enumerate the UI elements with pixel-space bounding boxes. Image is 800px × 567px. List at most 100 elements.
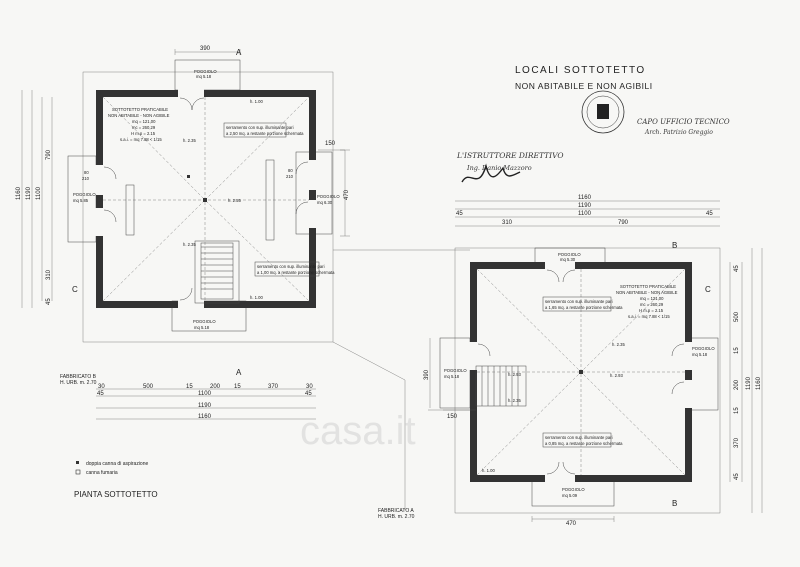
b-dim-top: 390 [200, 46, 211, 52]
b-room-line-3: mq = 121,00 [132, 119, 156, 124]
b-section-marker-left: C [72, 285, 78, 294]
b-height-wall-top: h. 1.00 [250, 99, 263, 104]
b-dim-left-2: 1190 [26, 186, 32, 200]
double-flue-icon [76, 461, 79, 464]
title-block: LOCALI SOTTOTETTO NON ABITABILE E NON AG… [456, 65, 730, 183]
a-window-note-top-2: a 1,65 mq. a restante porzione schermata [545, 305, 623, 310]
a-room-line-6: s.a.i. = mq 7.88 < 1/15 [628, 314, 670, 319]
svg-text:45: 45 [706, 211, 713, 217]
a-height-stair: h. 2.93 [508, 372, 521, 377]
a-room-line-5: H m.p = 2.15 [639, 308, 664, 313]
svg-text:1100: 1100 [198, 391, 212, 397]
a-room-line-1: SOTTOTETTO PRATICABILE [620, 284, 676, 289]
b-dims-bottom-row-3: 1190 [198, 403, 212, 409]
svg-text:15: 15 [186, 384, 193, 390]
a-height-wall: h. 1.00 [482, 468, 495, 473]
svg-text:200: 200 [210, 384, 221, 390]
b-dims-bottom-row-2: 45 1100 45 [97, 391, 312, 397]
a-building-label-2: H. URB. m. 2.70 [378, 514, 415, 520]
svg-text:45: 45 [305, 391, 312, 397]
b-window-note-top-1: serramento con sup. illuminante pari [226, 125, 294, 130]
a-dim-bottom: 470 [566, 521, 577, 527]
b-window-width-2: 80 [288, 168, 293, 173]
b-balcony-top-label: POGGIOLO [194, 69, 217, 74]
plan-title: PIANTA SOTTOTETTO [74, 490, 158, 499]
svg-text:500: 500 [734, 311, 740, 322]
b-balcony-left-label: POGGIOLO [73, 192, 96, 197]
a-section-marker-top: B [672, 241, 677, 250]
svg-text:15: 15 [734, 347, 740, 354]
b-balcony-right-label: POGGIOLO [317, 194, 340, 199]
b-window-width-1: 80 [84, 170, 89, 175]
svg-text:15: 15 [734, 407, 740, 414]
a-balcony-top-area: mq 5.30 [560, 257, 576, 262]
svg-text:45: 45 [734, 265, 740, 272]
b-dim-left-6: 45 [46, 298, 52, 305]
b-room-line-2: NON ABITABILE - NON AGIBILE [108, 113, 170, 118]
legend-item-2: canna fumaria [86, 470, 118, 476]
a-window-note-top-1: serramento con sup. illuminante pari [545, 299, 613, 304]
svg-text:15: 15 [234, 384, 241, 390]
b-room-line-1: SOTTOTETTO PRATICABILE [112, 107, 168, 112]
stamp-name: Arch. Patrizio Greggio [644, 129, 713, 136]
a-balcony-right-label: POGGIOLO [692, 346, 715, 351]
a-balcony-left-label: POGGIOLO [444, 368, 467, 373]
svg-text:370: 370 [268, 384, 279, 390]
b-dims-bottom-row-1: 30 500 15 200 15 370 30 [98, 384, 313, 390]
b-balcony-top-area: mq 5.18 [196, 74, 212, 79]
b-building-label-2: H. URB. m. 2.70 [60, 380, 97, 386]
b-balcony-bottom-area: mq 5.18 [194, 325, 210, 330]
b-height-slope-1: h. 2.35 [183, 138, 196, 143]
b-window-height-1: 210 [82, 176, 90, 181]
a-dims-right: 45 500 15 200 15 370 45 [734, 265, 740, 480]
b-room-line-4: mc = 260,29 [132, 125, 156, 130]
a-room-line-2: NON ABITABILE - NON AGIBILE [616, 290, 678, 295]
svg-text:790: 790 [618, 220, 629, 226]
b-dim-left-5: 310 [46, 269, 52, 280]
svg-text:45: 45 [456, 211, 463, 217]
signature-role: L'ISTRUTTORE DIRETTIVO [456, 151, 564, 160]
a-room-line-4: mc = 260,29 [640, 302, 664, 307]
a-balcony-left-area: mq 5.18 [444, 374, 460, 379]
b-window-note-top-2: a 2,50 mq. a restante porzione schermata [226, 131, 304, 136]
b-section-marker-top: A [236, 48, 242, 57]
b-room-line-5: H m.p = 2.15 [131, 131, 156, 136]
a-height-slope: h. 2.35 [508, 398, 521, 403]
signature-scribble [461, 163, 521, 183]
a-balcony-bottom-area: mq 5.09 [562, 493, 578, 498]
b-dim-right-b: 470 [344, 189, 350, 200]
a-dims-top-3: 45 1100 45 [456, 211, 713, 217]
a-section-marker-bottom: B [672, 499, 677, 508]
b-height-center: h. 2.55 [228, 198, 241, 203]
title-line-2: NON ABITABILE E NON AGIBILI [515, 81, 653, 91]
municipal-seal [581, 90, 625, 134]
b-dim-left-total: 1160 [16, 186, 22, 200]
b-dims-bottom-row-4: 1160 [198, 414, 212, 420]
a-dims-top-1: 1160 [578, 195, 592, 201]
stamp-role: CAPO UFFICIO TECNICO [637, 118, 730, 126]
chimney-icon [203, 198, 207, 202]
building-b: SOTTOTETTO PRATICABILE NON ABITABILE - N… [16, 46, 350, 420]
legend: doppia canna di aspirazione canna fumari… [74, 461, 158, 499]
svg-text:370: 370 [734, 437, 740, 448]
a-height-slope-2: h. 2.35 [612, 342, 625, 347]
b-dim-left-3: 1100 [36, 186, 42, 200]
a-dims-top-4: 310 790 [502, 220, 629, 226]
b-height-slope-2: h. 2.35 [183, 242, 196, 247]
b-window-height-2: 210 [286, 174, 294, 179]
b-balcony-right-area: mq 6.30 [317, 200, 333, 205]
a-dims-top-2: 1190 [578, 203, 592, 209]
a-section-marker-right: C [705, 285, 711, 294]
a-height-center: h. 2.93 [610, 373, 623, 378]
a-balcony-top-label: POGGIOLO [558, 252, 581, 257]
a-building-label-1: FABBRICATO A [378, 508, 414, 514]
svg-text:1100: 1100 [578, 211, 592, 217]
a-balcony-right-area: mq 5.18 [692, 352, 708, 357]
b-window-note-bottom-2: a 1,00 mq. a restante porzione schermata [257, 270, 335, 275]
a-window-note-bottom-1: serramento con sup. illuminante pari [545, 435, 613, 440]
a-dim-left-b: 150 [447, 414, 458, 420]
svg-text:45: 45 [97, 391, 104, 397]
svg-text:30: 30 [306, 384, 313, 390]
